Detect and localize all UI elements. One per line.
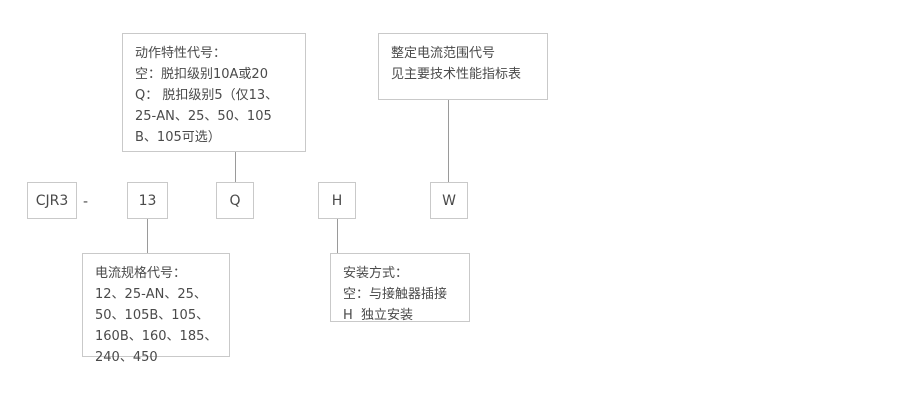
note-setting-current-range: 整定电流范围代号 见主要技术性能指标表 xyxy=(378,33,548,100)
code-box-current-spec: 13 xyxy=(127,182,168,219)
code-box-setting-current-range: W xyxy=(430,182,468,219)
code-box-action-characteristic: Q xyxy=(216,182,254,219)
connector-mounting-method-to-note xyxy=(337,219,338,253)
connector-action-characteristic-to-q xyxy=(235,152,236,183)
connector-setting-current-range-to-w xyxy=(448,100,449,183)
connector-current-spec-to-note xyxy=(147,219,148,253)
code-box-mounting-method: H xyxy=(318,182,356,219)
note-current-spec: 电流规格代号： 12、25-AN、25、 50、105B、105、 160B、1… xyxy=(82,253,230,365)
note-action-characteristic: 动作特性代号： 空：脱扣级别10A或20 Q： 脱扣级别5（仅13、 25-AN… xyxy=(122,33,306,152)
note-mounting-method: 安装方式： 空：与接触器插接 H 独立安装 xyxy=(330,253,470,323)
model-separator-hyphen: - xyxy=(83,194,89,210)
code-box-prefix: CJR3 xyxy=(27,182,77,219)
